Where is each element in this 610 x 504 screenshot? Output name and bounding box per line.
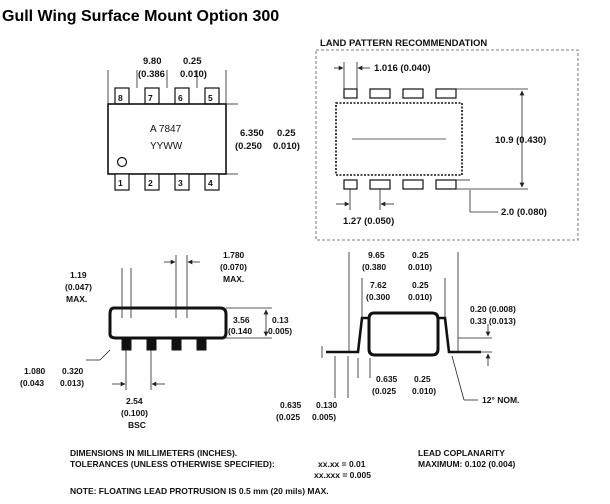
pin-4 [204, 173, 220, 191]
dim-lead-thk-mm: 1.080 [24, 366, 46, 376]
dim-foot-in: (0.025 [372, 386, 396, 396]
dim-pitch-a: 2.54 [126, 396, 143, 406]
pin-label: 8 [118, 93, 123, 103]
dim-width-tol-in: 0.010) [180, 69, 207, 80]
land-pattern-heading: LAND PATTERN RECOMMENDATION [320, 38, 487, 49]
dim-overall-mm: 9.65 [368, 250, 385, 260]
land-pattern: LAND PATTERN RECOMMENDATION 1.016 (0.040… [315, 38, 579, 241]
land-pad [369, 179, 391, 190]
land-pad [402, 179, 424, 190]
note-coplanarity-1: LEAD COPLANARITY [418, 448, 505, 458]
dim-width-mm: 9.80 [143, 56, 162, 67]
dim-top-width-c: MAX. [223, 274, 244, 284]
pin-2 [144, 173, 160, 191]
pin-label: 3 [178, 178, 183, 188]
dim-body-h-mm: 3.56 [233, 315, 250, 325]
dim-foot-mm: 0.635 [376, 374, 398, 384]
page-title: Gull Wing Surface Mount Option 300 [2, 8, 279, 25]
dim-lead-tol-mm: 0.130 [316, 400, 338, 410]
top-view: 8 7 6 5 A 7847 YYWW 1 2 3 4 9.80 0.25 (0… [107, 56, 300, 191]
marking-line-2: YYWW [150, 141, 183, 152]
dim-lead-width-c: MAX. [66, 294, 87, 304]
land-pad [343, 88, 358, 99]
dim-body-tol-mm: 0.25 [412, 280, 429, 290]
marking-line-1: A 7847 [150, 124, 182, 135]
note-protrusion: NOTE: FLOATING LEAD PROTRUSION IS 0.5 mm… [70, 486, 329, 496]
pin-label: 2 [148, 178, 153, 188]
dim-height-tol-in: 0.010) [273, 141, 300, 152]
dim-body-h-in: (0.140 [228, 326, 252, 336]
dim-overall-tol-mm: 0.25 [412, 250, 429, 260]
pin-label: 7 [148, 93, 153, 103]
dim-foot-tol-in: 0.010) [412, 386, 436, 396]
bottom-pins: 1 2 3 4 [114, 173, 220, 191]
dim-overall-in: (0.380 [362, 262, 386, 272]
dim-lead-width-b: (0.047) [65, 282, 92, 292]
pin-label: 5 [208, 93, 213, 103]
dim-standoff-a: 0.20 (0.008) [470, 304, 516, 314]
dim-lead-mm: 0.635 [280, 400, 302, 410]
pin-1 [114, 173, 130, 191]
dim-lead-width-a: 1.19 [70, 270, 87, 280]
side-view: 1.19 (0.047) MAX. 1.780 (0.070) MAX. 3.5… [20, 250, 292, 430]
note-dims-line-1: DIMENSIONS IN MILLIMETERS (INCHES). [70, 448, 237, 458]
note-tol-2: xx.xxx = 0.005 [314, 470, 371, 480]
dim-standoff-b: 0.33 (0.013) [470, 316, 516, 326]
land-pad [435, 179, 457, 190]
dim-lead-in: (0.025 [276, 412, 300, 422]
pin-label: 4 [208, 178, 213, 188]
dim-top-width-a: 1.780 [223, 250, 245, 260]
top-pins: 8 7 6 5 [114, 87, 220, 105]
note-coplanarity-2: MAXIMUM: 0.102 (0.004) [418, 459, 515, 469]
end-lead-left [326, 316, 369, 354]
dim-width-tol-mm: 0.25 [183, 56, 202, 67]
dim-pitch-c: BSC [128, 420, 146, 430]
dim-lead-thk-tol-mm: 0.320 [62, 366, 84, 376]
dim-lead-thk-tol-in: 0.013) [60, 378, 84, 388]
dim-body-mm: 7.62 [370, 280, 387, 290]
dim-lead-tol-in: 0.005) [312, 412, 336, 422]
package-body [107, 103, 227, 175]
note-tol-1: xx.xx = 0.01 [318, 459, 366, 469]
end-body [367, 311, 440, 357]
land-pad [369, 88, 391, 99]
land-body-outline [335, 102, 463, 176]
pin-label: 1 [118, 178, 123, 188]
dim-height-mm: 6.350 [240, 128, 264, 139]
dim-pad-width: 1.016 (0.040) [374, 63, 431, 74]
dim-body-tol-in: 0.010) [408, 292, 432, 302]
dim-row-span: 10.9 (0.430) [495, 135, 546, 146]
land-pad [435, 88, 457, 99]
dim-pad-length: 2.0 (0.080) [501, 207, 547, 218]
end-view: 9.65 0.25 (0.380 0.010) 7.62 0.25 (0.300… [276, 250, 519, 422]
dim-height-in: (0.250 [235, 141, 262, 152]
dim-width-in: (0.386 [138, 69, 165, 80]
dim-top-width-b: (0.070) [220, 262, 247, 272]
land-pad [402, 88, 424, 99]
dim-height-tol-mm: 0.25 [277, 128, 296, 139]
land-pad [343, 179, 358, 190]
dim-lead-thk-in: (0.043 [20, 378, 44, 388]
dim-body-h-tol-mm: 0.13 [272, 315, 289, 325]
pin-label: 6 [178, 93, 183, 103]
notes: DIMENSIONS IN MILLIMETERS (INCHES). TOLE… [70, 448, 515, 496]
dim-foot-tol-mm: 0.25 [414, 374, 431, 384]
note-dims-line-2: TOLERANCES (UNLESS OTHERWISE SPECIFIED): [70, 459, 275, 469]
land-pattern-frame [315, 49, 579, 241]
dim-angle: 12° NOM. [482, 395, 519, 405]
dim-body-h-tol-in: 0.005) [268, 326, 292, 336]
dim-body-in: (0.300 [366, 292, 390, 302]
side-body [108, 306, 228, 340]
dim-overall-tol-in: 0.010) [408, 262, 432, 272]
dim-pitch: 1.27 (0.050) [343, 216, 394, 227]
dim-pitch-b: (0.100) [121, 408, 148, 418]
pin1-marker [116, 156, 128, 168]
pin-3 [174, 173, 190, 191]
